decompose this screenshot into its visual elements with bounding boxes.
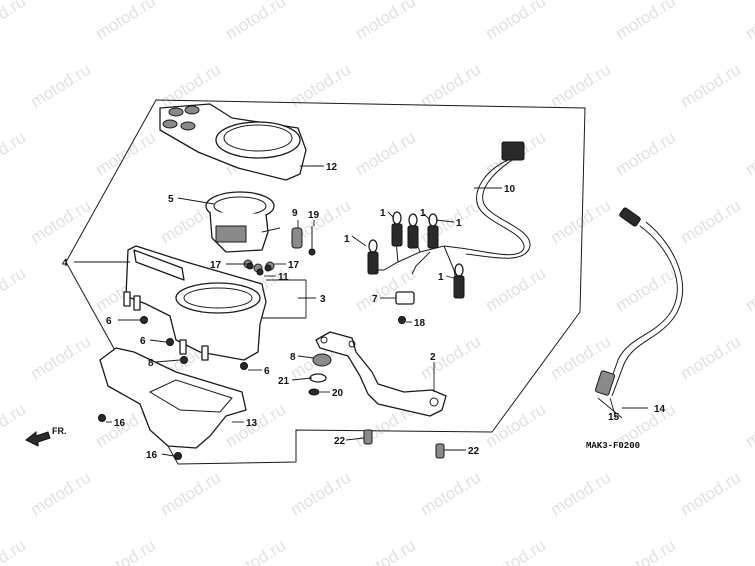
watermark-text: motod.ru — [352, 0, 419, 43]
label-part-3: 3 — [320, 294, 326, 305]
label-part-1d: 1 — [456, 218, 462, 229]
watermark-text: motod.ru — [352, 128, 419, 180]
label-part-9: 9 — [292, 208, 298, 219]
part-labels: 12 5 4 6 6 8 6 13 16 16 3 9 19 17 17 11 … — [62, 162, 666, 461]
watermark-text: motod.ru — [27, 196, 94, 248]
label-part-2: 2 — [430, 352, 436, 363]
watermark-text: motod.ru — [612, 264, 679, 316]
assembly-frame — [65, 99, 586, 465]
watermark-text: motod.ru — [482, 400, 549, 452]
label-part-6c: 6 — [264, 366, 270, 377]
watermark-text: motod.ru — [742, 128, 755, 180]
front-direction-arrow-icon — [25, 430, 51, 447]
label-part-7: 7 — [372, 294, 378, 305]
leader-lines — [74, 165, 648, 457]
screw-part — [291, 226, 316, 256]
label-part-21: 21 — [278, 376, 290, 387]
label-part-5: 5 — [168, 194, 174, 205]
bracket-part — [308, 331, 447, 417]
connector-part — [395, 291, 415, 324]
diagram-code: MAK3-F0200 — [586, 441, 640, 451]
watermark-text: motod.ru — [547, 60, 614, 112]
label-part-4: 4 — [62, 258, 68, 269]
bulb-socket-part — [367, 211, 465, 299]
watermark-text: motod.ru — [417, 332, 484, 384]
watermark-text: motod.ru — [27, 468, 94, 520]
label-part-16b: 16 — [146, 450, 158, 461]
label-part-10: 10 — [504, 184, 516, 195]
watermark-text: motod.ru — [92, 536, 159, 566]
label-part-8b: 8 — [290, 352, 296, 363]
watermark-text: motod.ru — [612, 0, 679, 43]
watermark-text: motod.ru — [0, 0, 29, 43]
watermark-text: motod.ru — [222, 0, 289, 43]
label-part-15: 15 — [608, 412, 620, 423]
watermark-text: motod.ru — [0, 536, 29, 566]
speedometer-movement-part — [205, 191, 281, 253]
watermark-text: motod.ru — [157, 468, 224, 520]
label-part-12: 12 — [326, 162, 338, 173]
watermark-text: motod.ru — [92, 128, 159, 180]
watermark-text: motod.ru — [92, 0, 159, 43]
front-direction-label: FR. — [52, 426, 67, 436]
watermark-text: motod.ru — [677, 60, 744, 112]
watermark-text: motod.ru — [157, 60, 224, 112]
watermark-text: motod.ru — [0, 128, 29, 180]
label-part-20: 20 — [332, 388, 344, 399]
watermark-text: motod.ru — [222, 536, 289, 566]
watermark-text: motod.ru — [417, 468, 484, 520]
label-part-13: 13 — [246, 418, 258, 429]
label-part-22b: 22 — [468, 446, 480, 457]
speedometer-cable-part — [594, 207, 684, 397]
fasteners-part — [98, 262, 272, 460]
watermark-text: motod.ru — [27, 60, 94, 112]
label-part-1e: 1 — [438, 272, 444, 283]
watermark-text: motod.ru — [482, 536, 549, 566]
lower-cover-part — [99, 347, 247, 449]
watermark-text: motod.ru — [677, 196, 744, 248]
watermark-text: motod.ru — [742, 264, 755, 316]
label-part-14: 14 — [654, 404, 666, 415]
label-part-22a: 22 — [334, 436, 346, 447]
label-part-11: 11 — [278, 272, 289, 283]
watermark-text: motod.ru — [547, 468, 614, 520]
label-part-19: 19 — [308, 210, 320, 221]
watermark-text: motod.ru — [352, 536, 419, 566]
watermark-text: motod.ru — [742, 536, 755, 566]
watermark-text: motod.ru — [742, 400, 755, 452]
watermark-text: motod.ru — [0, 400, 29, 452]
meter-cover-part — [159, 103, 307, 181]
watermark-text: motod.ru — [287, 468, 354, 520]
mounting-bolt-part — [363, 429, 445, 459]
meter-case-part — [123, 245, 275, 361]
label-part-1c: 1 — [420, 208, 426, 219]
watermark-text: motod.ru — [482, 0, 549, 43]
watermark-text: motod.ru — [677, 332, 744, 384]
watermark-text: motod.ru — [677, 468, 744, 520]
watermark-text: motod.ru — [612, 536, 679, 566]
watermark-text: motod.ru — [0, 264, 29, 316]
label-part-8a: 8 — [148, 358, 154, 369]
watermark-text: motod.ru — [742, 0, 755, 43]
label-part-6a: 6 — [106, 316, 112, 327]
watermark-text: motod.ru — [352, 264, 419, 316]
watermark-text: motod.ru — [612, 128, 679, 180]
label-part-1b: 1 — [380, 208, 386, 219]
label-part-1a: 1 — [344, 234, 350, 245]
label-part-18: 18 — [414, 318, 426, 329]
watermark-text: motod.ru — [482, 264, 549, 316]
label-part-6b: 6 — [140, 336, 146, 347]
label-part-17b: 17 — [288, 260, 300, 271]
label-part-17a: 17 — [210, 260, 222, 271]
label-part-16a: 16 — [114, 418, 126, 429]
watermark-text: motod.ru — [27, 332, 94, 384]
watermark-text: motod.ru — [417, 60, 484, 112]
watermark-text: motod.ru — [547, 196, 614, 248]
